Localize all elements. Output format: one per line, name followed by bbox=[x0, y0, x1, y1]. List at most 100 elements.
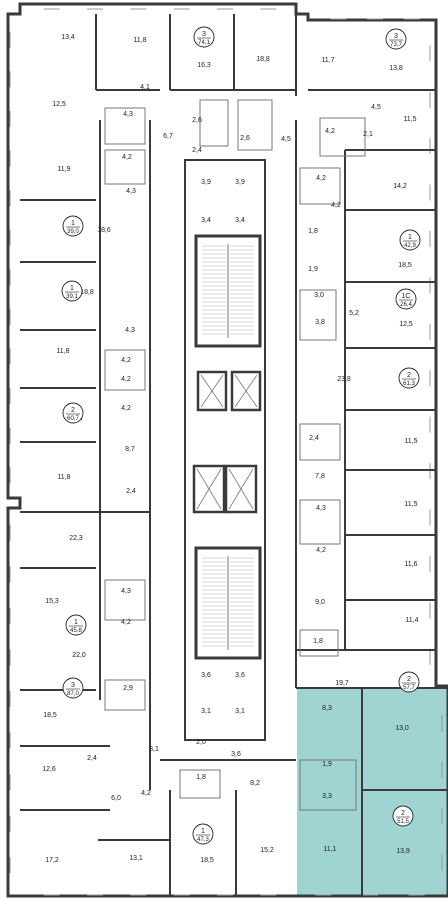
apartment-rooms: 1 bbox=[70, 285, 74, 292]
room-area-label: 4,2 bbox=[121, 376, 131, 383]
bathroom bbox=[104, 579, 146, 621]
room-area-label: 11,8 bbox=[133, 37, 146, 44]
room-area-label: 13,8 bbox=[389, 65, 403, 72]
apartment-marker: 1С 26,4 bbox=[395, 288, 417, 310]
apartment-area: 61,3 bbox=[403, 381, 415, 387]
room-area-label: 8,1 bbox=[149, 746, 159, 753]
apartment-marker: 261,3 bbox=[398, 367, 420, 389]
apartment-area: 39,1 bbox=[66, 294, 78, 300]
room-area-label: 1,8 bbox=[308, 228, 318, 235]
room-area-label: 3,6 bbox=[235, 672, 245, 679]
room-area-label: 2,0 bbox=[196, 739, 206, 746]
room-area-label: 9,0 bbox=[315, 599, 325, 606]
room-area-label: 1,8 bbox=[313, 638, 323, 645]
room-area-label: 4,3 bbox=[316, 505, 326, 512]
elevator-cross bbox=[228, 468, 254, 510]
room-area-label: 11,7 bbox=[321, 57, 334, 64]
stairwell bbox=[194, 546, 262, 660]
bathroom bbox=[179, 769, 221, 799]
apartment-area: 42,9 bbox=[404, 243, 416, 249]
room-area-label: 4,2 bbox=[316, 547, 326, 554]
room-area-label: 4,1 bbox=[140, 84, 150, 91]
room-area-label: 13,1 bbox=[129, 855, 143, 862]
room-area-label: 8,2 bbox=[250, 780, 260, 787]
room-area-label: 18,8 bbox=[256, 56, 270, 63]
apartment-area: 47,3 bbox=[197, 837, 209, 843]
room-area-label: 3,1 bbox=[235, 708, 245, 715]
room-area-label: 4,3 bbox=[125, 327, 135, 334]
apartment-marker: 373,7 bbox=[385, 28, 407, 50]
apartment-area: 74,1 bbox=[198, 40, 210, 46]
room-area-label: 7,8 bbox=[315, 473, 325, 480]
room-area-label: 6,0 bbox=[111, 795, 121, 802]
room-area-label: 16,3 bbox=[197, 62, 211, 69]
apartment-rooms: 1 bbox=[71, 220, 75, 227]
bathroom bbox=[104, 107, 146, 145]
room-area-label: 3,4 bbox=[201, 217, 211, 224]
apartment-rooms: 3 bbox=[394, 33, 398, 40]
room-area-label: 4,2 bbox=[121, 405, 131, 412]
room-area-label: 4,2 bbox=[141, 790, 151, 797]
apartment-circle bbox=[399, 229, 421, 251]
room-area-label: 11,6 bbox=[404, 561, 417, 568]
bathroom bbox=[104, 149, 146, 185]
apartment-circle bbox=[193, 26, 215, 48]
apartment-area: 39,0 bbox=[67, 229, 79, 235]
apartment-marker: 142,9 bbox=[399, 229, 421, 251]
apartment-circle bbox=[61, 280, 83, 302]
apartment-circle bbox=[398, 671, 420, 693]
bathroom bbox=[104, 679, 146, 711]
stairwell bbox=[194, 234, 262, 348]
room-area-label: 18,5 bbox=[398, 262, 412, 269]
apartment-area: 57,7 bbox=[403, 685, 415, 691]
apartment-rooms: 2 bbox=[71, 407, 75, 414]
room-area-label: 4,3 bbox=[126, 188, 136, 195]
room-area-label: 11,8 bbox=[57, 474, 70, 481]
bathroom bbox=[299, 499, 341, 545]
apartment-marker: 139,0 bbox=[62, 215, 84, 237]
room-area-label: 3,9 bbox=[235, 179, 245, 186]
bathroom bbox=[299, 629, 339, 657]
room-area-label: 8,3 bbox=[322, 705, 332, 712]
room-area-label: 2,4 bbox=[192, 147, 202, 154]
apartment-rooms: 1 bbox=[74, 619, 78, 626]
room-area-label: 3,9 bbox=[201, 179, 211, 186]
apartment-circle bbox=[62, 215, 84, 237]
apartment-rooms: 1С bbox=[402, 293, 411, 300]
apartment-circle bbox=[385, 28, 407, 50]
bathroom bbox=[237, 99, 273, 151]
bathroom bbox=[319, 117, 366, 157]
room-area-label: 8,7 bbox=[125, 446, 135, 453]
bathroom bbox=[199, 99, 229, 147]
room-area-label: 4,2 bbox=[121, 357, 131, 364]
room-area-label: 4,3 bbox=[123, 111, 133, 118]
apartment-area: 87,0 bbox=[67, 691, 79, 697]
room-area-label: 11,5 bbox=[404, 501, 417, 508]
room-area-label: 5,2 bbox=[349, 310, 359, 317]
apartment-marker: 374,1 bbox=[193, 26, 215, 48]
apartment-area: 45,8 bbox=[70, 628, 82, 634]
apartment-area: 26,4 bbox=[400, 302, 412, 308]
room-area-label: 3,0 bbox=[314, 292, 324, 299]
bathroom bbox=[299, 167, 341, 205]
room-area-label: 18,8 bbox=[80, 289, 94, 296]
room-area-label: 4,2 bbox=[316, 175, 326, 182]
room-area-label: 4,2 bbox=[325, 128, 335, 135]
room-area-label: 4,2 bbox=[122, 154, 132, 161]
elevator-cross bbox=[196, 468, 222, 510]
apartment-rooms: 1 bbox=[408, 234, 412, 241]
room-area-label: 1,9 bbox=[322, 761, 332, 768]
room-area-label: 3,6 bbox=[231, 751, 241, 758]
apartment-rooms: 2 bbox=[401, 810, 405, 817]
room-area-label: 17,2 bbox=[45, 857, 59, 864]
room-area-label: 12,5 bbox=[399, 321, 413, 328]
apartment-circle bbox=[192, 823, 214, 845]
room-area-label: 2,6 bbox=[192, 117, 202, 124]
apartment-marker: 257,7 bbox=[398, 671, 420, 693]
room-area-label: 2,9 bbox=[123, 685, 133, 692]
room-area-label: 6,7 bbox=[163, 133, 173, 140]
room-area-label: 3,3 bbox=[322, 793, 332, 800]
apartment-rooms: 3 bbox=[202, 31, 206, 38]
